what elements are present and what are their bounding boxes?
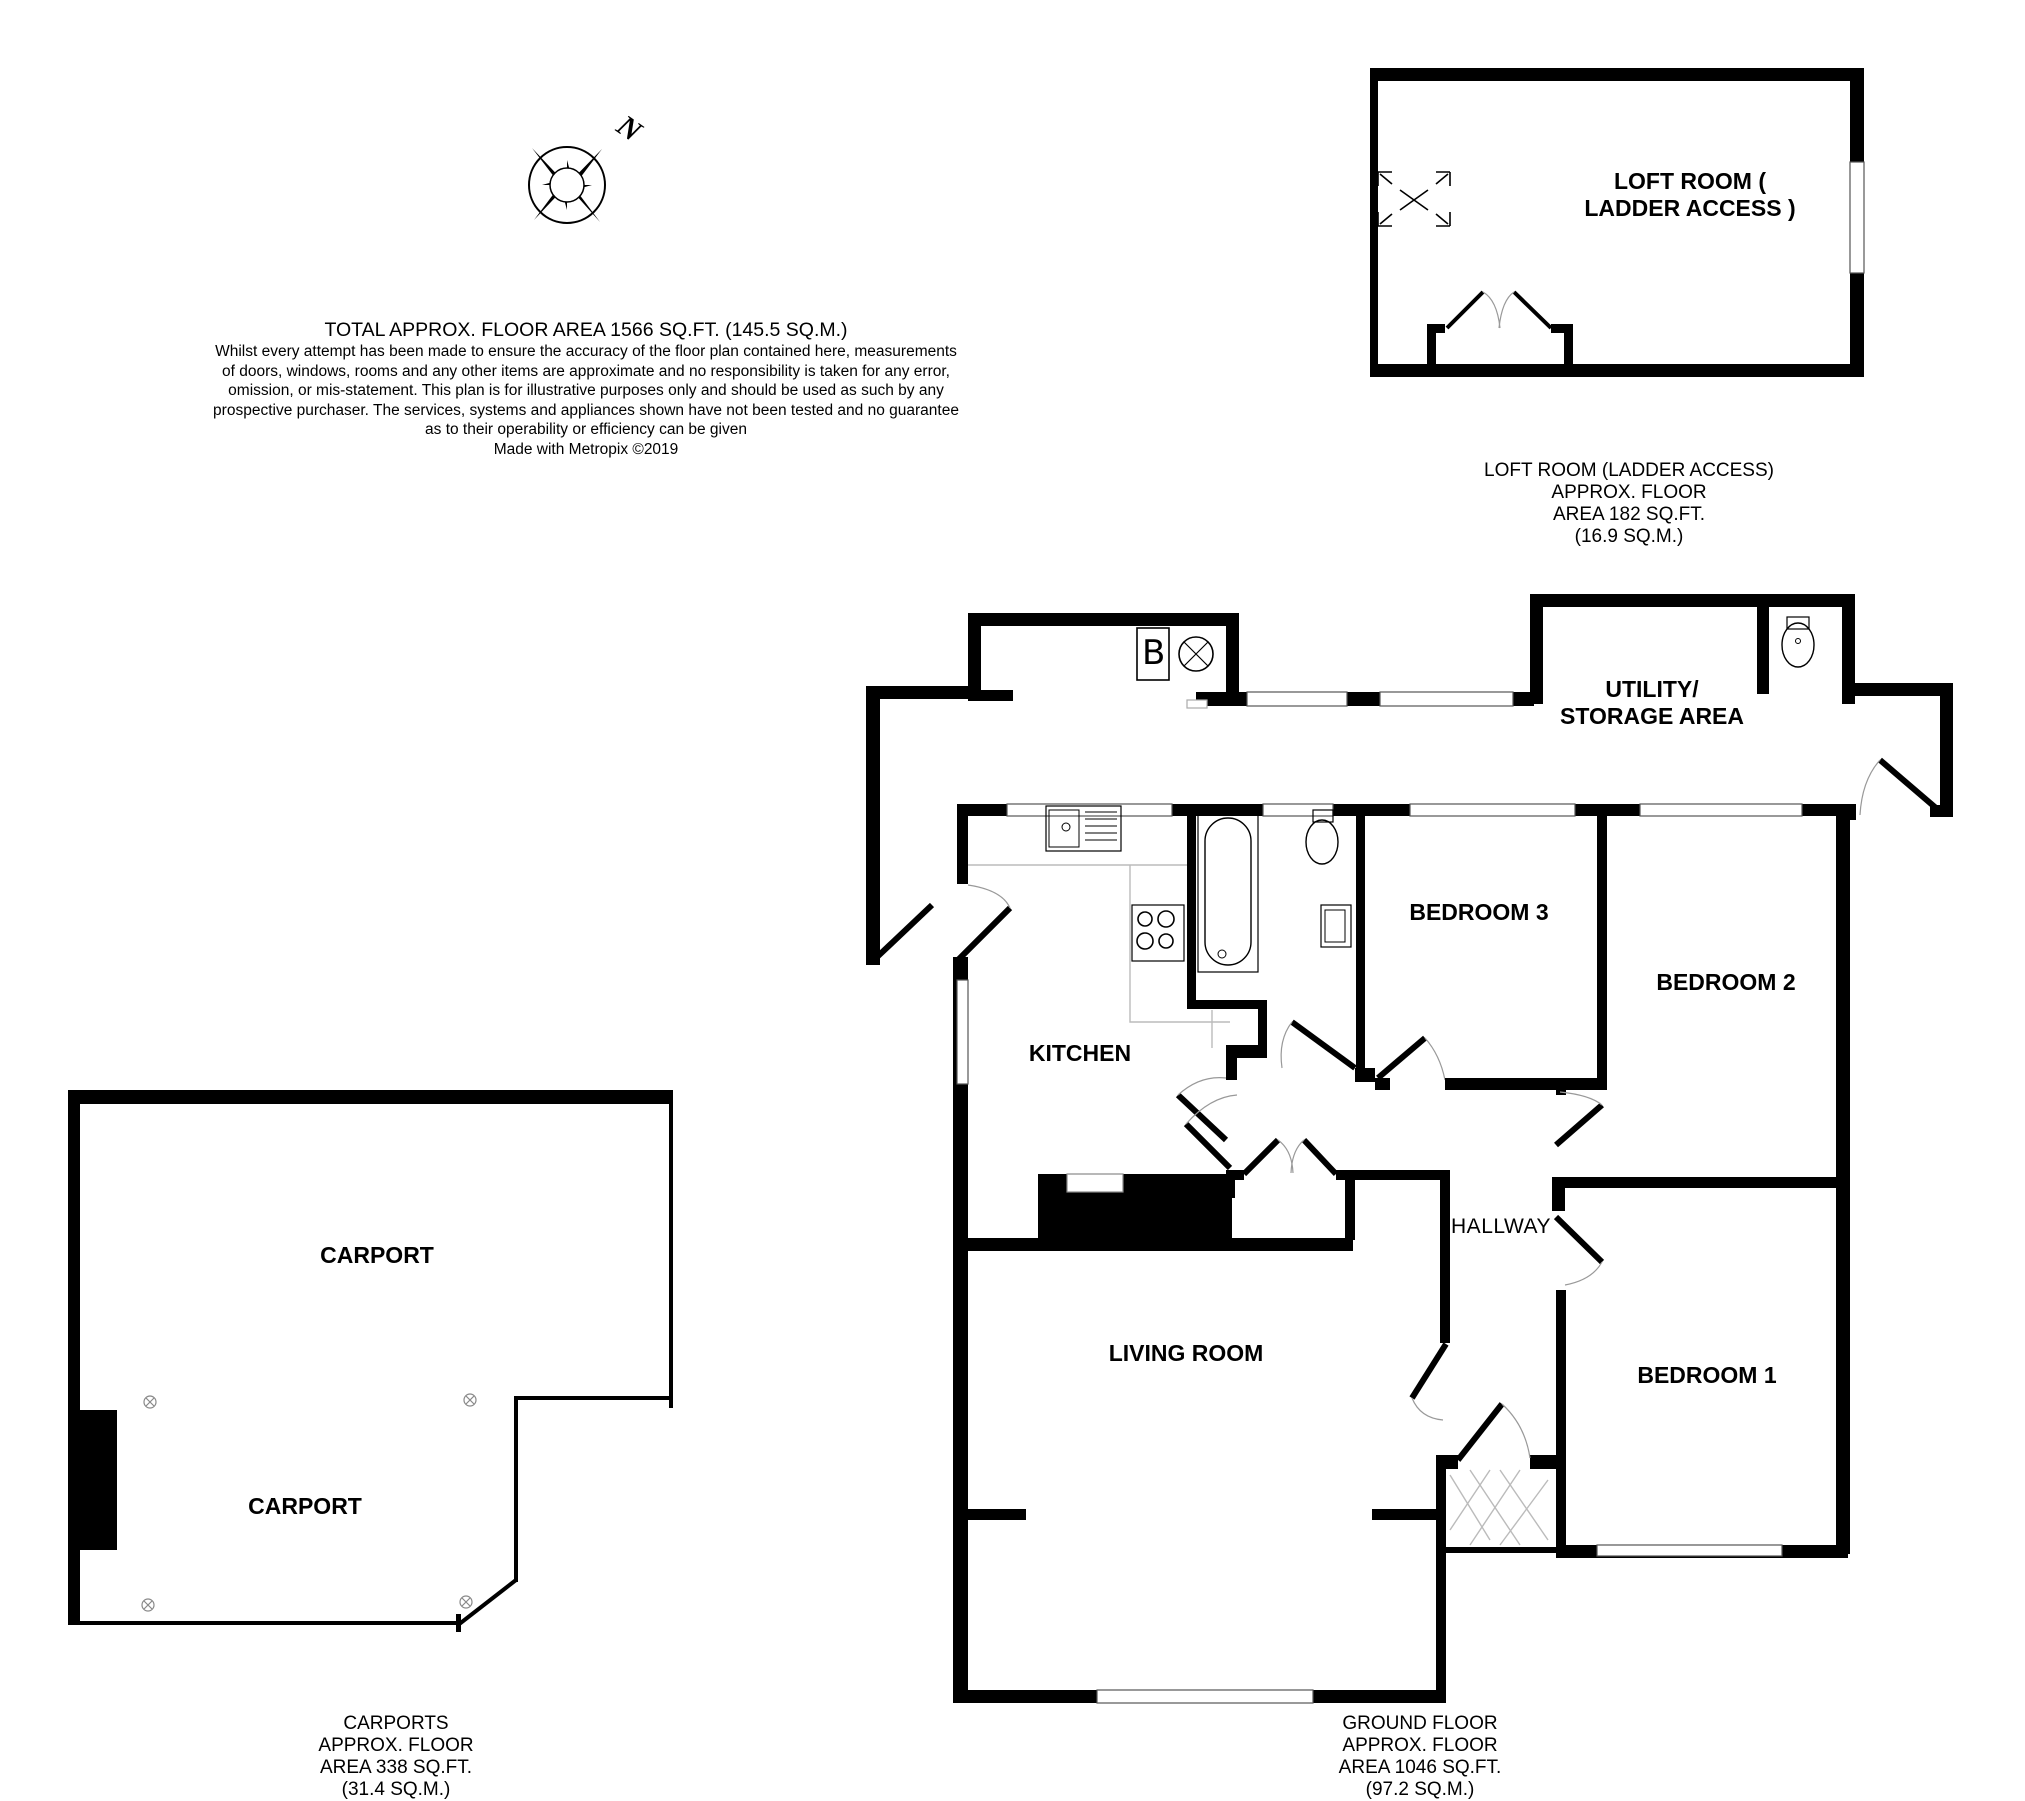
bath-icon bbox=[1197, 811, 1259, 973]
room-label-utility: UTILITY/ STORAGE AREA bbox=[1560, 676, 1744, 730]
caption-line: AREA 338 SQ.FT. bbox=[319, 1757, 473, 1778]
total-area-text: TOTAL APPROX. FLOOR AREA 1566 SQ.FT. (14… bbox=[324, 319, 848, 341]
disclaimer-line: omission, or mis-statement. This plan is… bbox=[228, 382, 944, 399]
hob-icon bbox=[1131, 904, 1185, 962]
utility-toilet-icon bbox=[1781, 616, 1815, 668]
made-with-credit: Made with Metropix ©2019 bbox=[493, 440, 679, 458]
room-label-bedroom-1: BEDROOM 1 bbox=[1637, 1362, 1777, 1388]
ground-floor-walls bbox=[866, 594, 1953, 1704]
loft-label-line1: LOFT ROOM ( bbox=[1613, 168, 1767, 194]
carport-outline bbox=[68, 1090, 673, 1632]
cupboard-hatch bbox=[1449, 1469, 1549, 1546]
ground-floor-caption: GROUND FLOOR APPROX. FLOOR AREA 1046 SQ.… bbox=[1339, 1713, 1502, 1801]
loft-label-line2: LADDER ACCESS ) bbox=[1584, 195, 1796, 221]
room-label-carport-lower: CARPORT bbox=[248, 1493, 362, 1519]
skylight-icon bbox=[1377, 171, 1451, 227]
room-label-loft: LOFT ROOM ( LADDER ACCESS ) bbox=[1584, 168, 1795, 222]
extractor-icon bbox=[1178, 636, 1214, 672]
caption-line: AREA 1046 SQ.FT. bbox=[1338, 1757, 1502, 1778]
caption-line: APPROX. FLOOR bbox=[318, 1735, 474, 1756]
caption-line: LOFT ROOM (LADDER ACCESS) bbox=[1484, 460, 1774, 481]
room-label-hallway: HALLWAY bbox=[1451, 1215, 1551, 1238]
caption-line: (31.4 SQ.M.) bbox=[341, 1779, 451, 1800]
room-label-carport-upper: CARPORT bbox=[320, 1242, 434, 1268]
caption-line: APPROX. FLOOR bbox=[1551, 482, 1707, 503]
room-label-bedroom-3: BEDROOM 3 bbox=[1409, 899, 1549, 925]
caption-line: (16.9 SQ.M.) bbox=[1574, 526, 1684, 547]
disclaimer-line: as to their operability or efficiency ca… bbox=[425, 421, 747, 438]
compass-rose-icon bbox=[528, 146, 606, 224]
toilet-icon bbox=[1305, 809, 1339, 865]
boiler-icon bbox=[1136, 627, 1170, 681]
room-label-bedroom-2: BEDROOM 2 bbox=[1656, 969, 1796, 995]
room-label-living-room: LIVING ROOM bbox=[1108, 1340, 1264, 1366]
caption-line: CARPORTS bbox=[343, 1713, 449, 1734]
caption-line: AREA 182 SQ.FT. bbox=[1552, 504, 1706, 525]
disclaimer-line: of doors, windows, rooms and any other i… bbox=[221, 362, 950, 380]
caption-line: APPROX. FLOOR bbox=[1342, 1735, 1498, 1756]
sink-icon bbox=[1045, 805, 1122, 852]
disclaimer-line: Whilst every attempt has been made to en… bbox=[215, 343, 957, 360]
basin-icon bbox=[1320, 904, 1352, 948]
loft-room-outline bbox=[1370, 68, 1865, 377]
caption-line: (97.2 SQ.M.) bbox=[1365, 1779, 1475, 1800]
boiler-symbol: B bbox=[1142, 633, 1166, 673]
loft-floor-caption: LOFT ROOM (LADDER ACCESS) APPROX. FLOOR … bbox=[1484, 460, 1774, 548]
loft-window bbox=[1849, 161, 1865, 274]
room-label-kitchen: KITCHEN bbox=[1028, 1040, 1132, 1066]
summary-notes: TOTAL APPROX. FLOOR AREA 1566 SQ.FT. (14… bbox=[156, 318, 1016, 459]
post-marker-icon bbox=[141, 1393, 477, 1612]
carports-caption: CARPORTS APPROX. FLOOR AREA 338 SQ.FT. (… bbox=[318, 1713, 473, 1801]
disclaimer-line: prospective purchaser. The services, sys… bbox=[213, 401, 959, 419]
utility-label-line2: STORAGE AREA bbox=[1559, 703, 1745, 729]
caption-line: GROUND FLOOR bbox=[1342, 1713, 1498, 1734]
utility-label-line1: UTILITY/ bbox=[1605, 676, 1699, 702]
